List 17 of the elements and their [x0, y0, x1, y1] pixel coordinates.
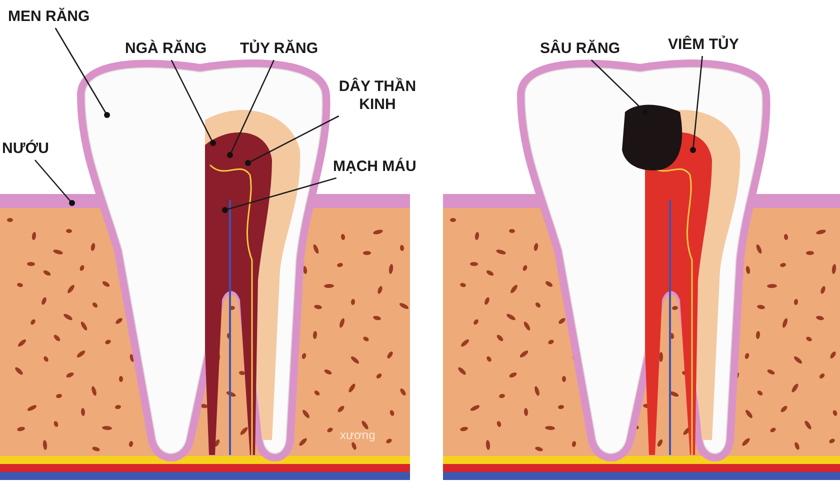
part-label: TỦY RĂNG: [240, 40, 318, 58]
leader-line: [34, 160, 75, 206]
leader-line: [690, 56, 703, 153]
part-label: SÂU RĂNG: [540, 40, 620, 58]
part-label: xương: [340, 428, 376, 442]
part-label: NƯỚU: [2, 140, 49, 158]
leader-line: [245, 115, 340, 166]
leader-line: [227, 60, 275, 158]
leader-line: [170, 60, 216, 146]
part-label: NGÀ RĂNG: [125, 40, 207, 58]
leader-line: [222, 177, 337, 213]
leader-line: [590, 60, 648, 115]
part-label: MEN RĂNG: [8, 8, 90, 26]
part-label: DÂY THẦN KINH: [335, 78, 420, 114]
leader-line: [54, 28, 110, 118]
part-label: VIÊM TỦY: [668, 36, 739, 54]
part-label: MẠCH MÁU: [333, 158, 416, 176]
